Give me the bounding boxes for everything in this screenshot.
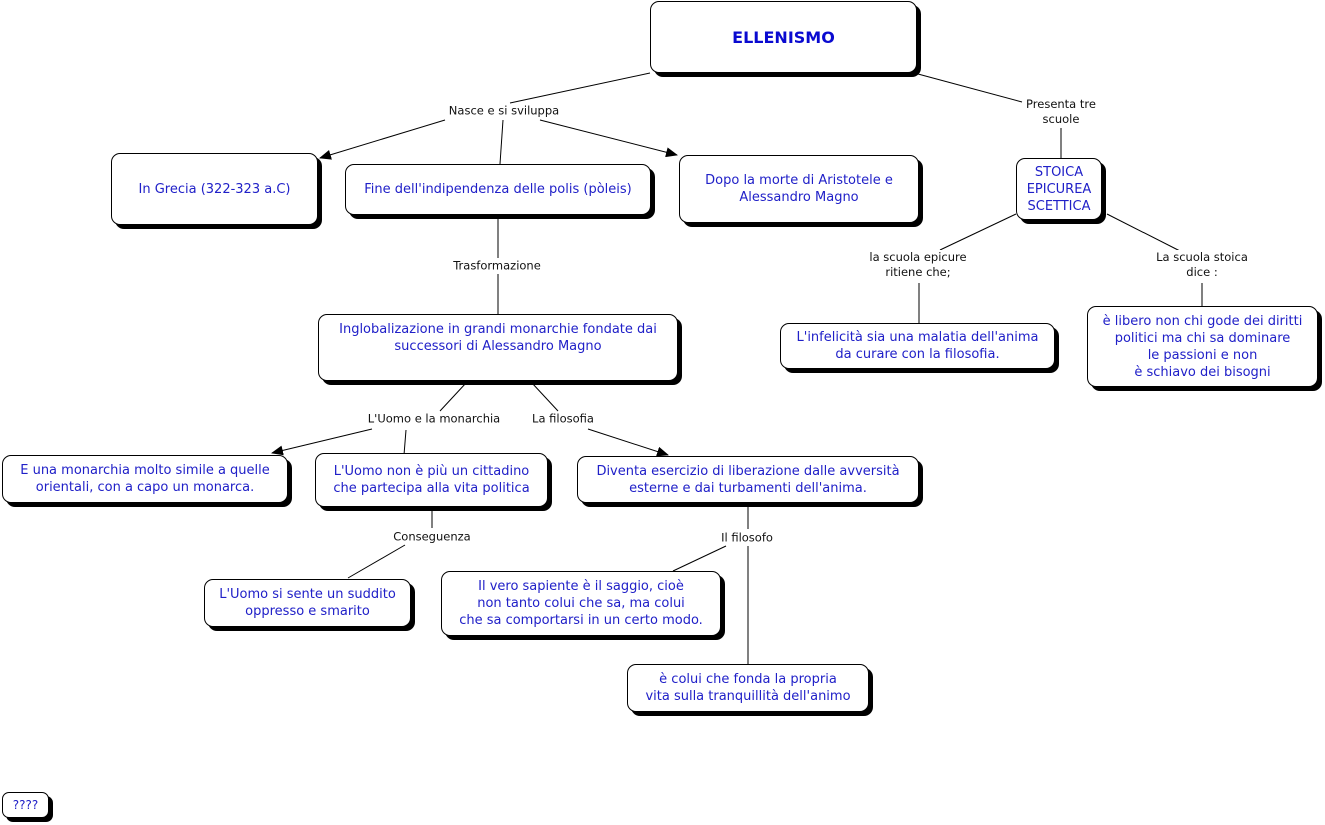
link-scuola-stoica[interactable]: La scuola stoica dice : — [1154, 250, 1250, 280]
edge-nasce-fine — [499, 119, 504, 165]
concept-dopo-morte[interactable]: Dopo la morte di Aristotele e Alessandro… — [679, 155, 919, 223]
concept-fine-polis[interactable]: Fine dell'indipendenza delle polis (pòle… — [345, 164, 651, 215]
concept-tre-scuole[interactable]: STOICA EPICUREA SCETTICA — [1016, 158, 1102, 220]
concept-stoica[interactable]: è libero non chi gode dei diritti politi… — [1087, 306, 1318, 387]
concept-unknown[interactable]: ???? — [2, 792, 49, 818]
link-nasce-e-si-sviluppa[interactable]: Nasce e si sviluppa — [446, 103, 562, 119]
link-scuola-epicure[interactable]: la scuola epicure ritiene che; — [867, 250, 969, 280]
link-la-filosofia[interactable]: La filosofia — [530, 411, 596, 427]
edge-uomomon-monarchia — [271, 428, 373, 456]
concept-epicurea[interactable]: L'infelicità sia una malatia dell'anima … — [780, 323, 1055, 369]
edge-ellenismo-nasce — [509, 72, 651, 104]
link-presenta-tre-scuole[interactable]: Presenta tre scuole — [1024, 97, 1098, 127]
edge-ellenismo-presenta — [917, 73, 1023, 103]
edge-nasce-dopo — [539, 119, 678, 158]
link-il-filosofo[interactable]: Il filosofo — [719, 530, 775, 546]
edge-conseg-suddito — [347, 544, 406, 579]
concept-in-grecia[interactable]: In Grecia (322-323 a.C) — [111, 153, 318, 225]
concept-vero-sapiente[interactable]: Il vero sapiente è il saggio, cioè non t… — [441, 571, 721, 636]
concept-suddito[interactable]: L'Uomo si sente un suddito oppresso e sm… — [204, 579, 411, 627]
edge-ingl-uomomon — [439, 382, 467, 412]
concept-uomo-cittadino[interactable]: L'Uomo non è più un cittadino che partec… — [315, 453, 548, 507]
concept-ellenismo[interactable]: ELLENISMO — [650, 1, 917, 73]
edge-ingl-filosofia — [531, 382, 559, 412]
link-conseguenza[interactable]: Conseguenza — [391, 529, 473, 545]
concept-monarchia[interactable]: E una monarchia molto simile a quelle or… — [2, 455, 288, 503]
concept-filosofia-liberazione[interactable]: Diventa esercizio di liberazione dalle a… — [577, 456, 919, 503]
link-trasformazione[interactable]: Trasformazione — [451, 258, 543, 274]
edge-scuole-epicure — [939, 213, 1017, 251]
edge-nasce-grecia — [319, 119, 446, 160]
concept-tranquillita[interactable]: è colui che fonda la propria vita sulla … — [627, 664, 869, 712]
edge-filosofo-sapiente — [672, 545, 727, 572]
concept-inglobalizazione[interactable]: Inglobalizazione in grandi monarchie fon… — [318, 314, 678, 381]
edge-scuole-stoica — [1106, 213, 1181, 252]
link-uomo-e-la-monarchia[interactable]: L'Uomo e la monarchia — [365, 411, 503, 427]
edge-filosofia-diventa — [587, 428, 669, 457]
edge-uomomon-uomo — [403, 429, 407, 456]
